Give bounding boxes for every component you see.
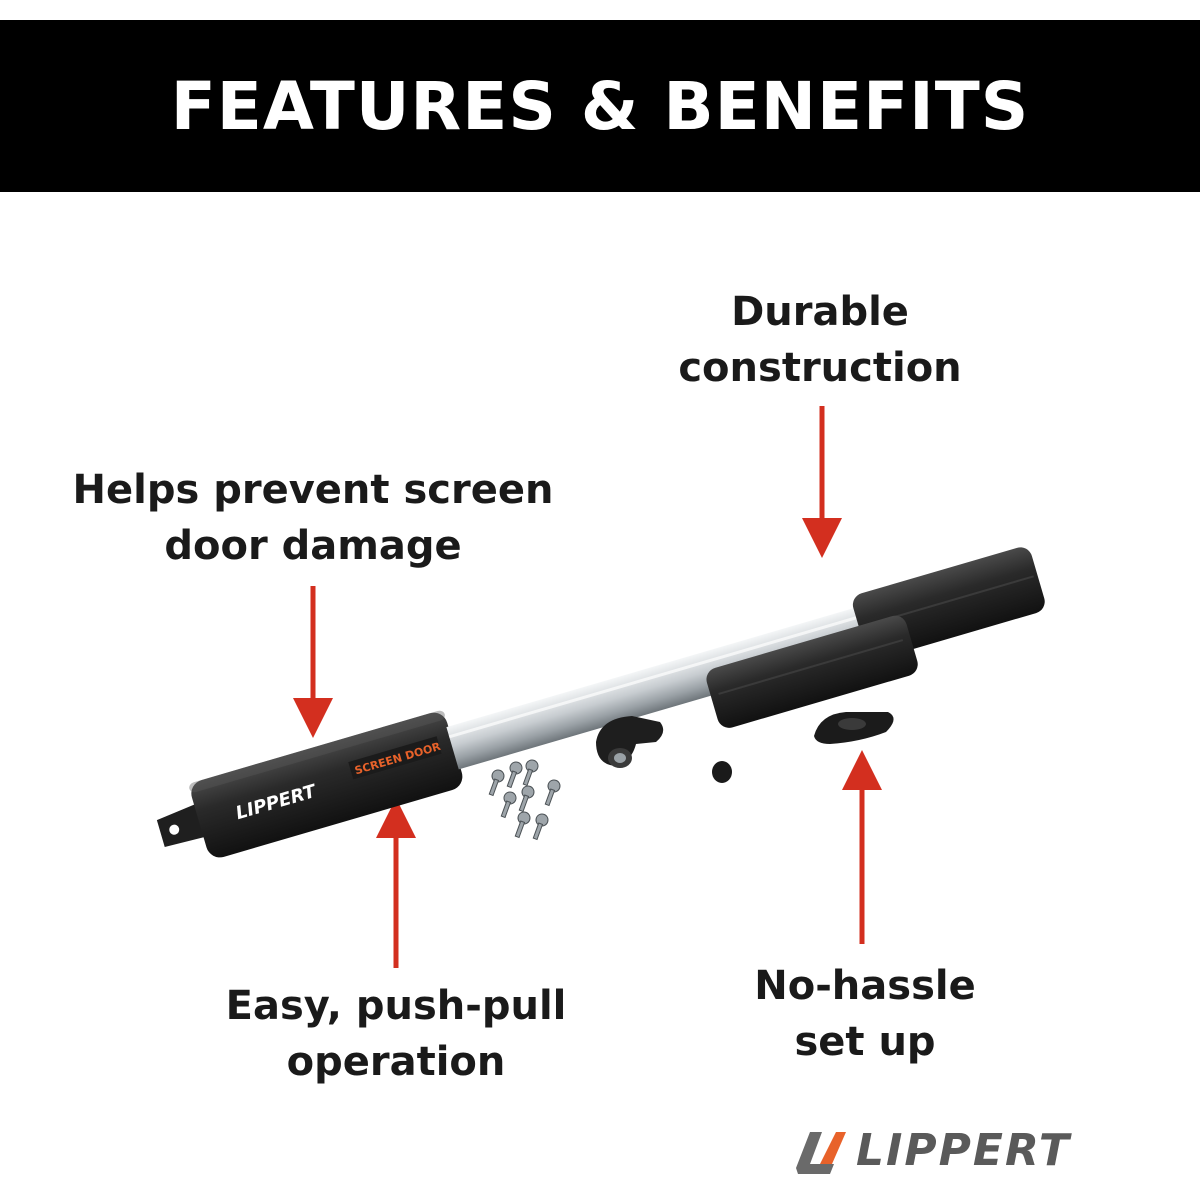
page-title: FEATURES & BENEFITS: [170, 67, 1030, 145]
aluminum-rod: [446, 606, 872, 770]
callout-prevent-line2: door damage: [164, 523, 462, 569]
callout-durable-line2: construction: [678, 345, 962, 391]
logo-text: LIPPERT: [856, 1125, 1071, 1176]
screws: [488, 759, 561, 841]
latch-plate: [814, 712, 894, 744]
callout-easy-line2: operation: [286, 1039, 506, 1085]
small-cap: [712, 761, 732, 783]
callout-durable-construction: Durable construction: [640, 284, 1000, 396]
callout-nohassle-line1: No-hassle: [754, 963, 976, 1009]
header-banner: FEATURES & BENEFITS: [0, 20, 1200, 192]
spare-sleeve: [706, 615, 918, 728]
callout-prevent-line1: Helps prevent screen: [72, 467, 554, 513]
callout-durable-line1: Durable: [731, 289, 909, 335]
callout-easy-line1: Easy, push-pull: [225, 983, 567, 1029]
door-closer: LIPPERT SCREEN DOOR: [156, 547, 1045, 858]
callout-no-hassle-setup: No-hassle set up: [700, 958, 1030, 1070]
closer-cylinder: [191, 712, 463, 858]
callout-easy-operation: Easy, push-pull operation: [196, 978, 596, 1090]
callout-prevent-damage: Helps prevent screen door damage: [60, 462, 566, 574]
mounting-bracket: [596, 716, 664, 768]
callout-nohassle-line2: set up: [794, 1019, 936, 1065]
logo-mark-icon: [796, 1132, 846, 1174]
brand-logo: LIPPERT: [790, 1124, 1150, 1178]
mount-hole: [169, 824, 180, 835]
